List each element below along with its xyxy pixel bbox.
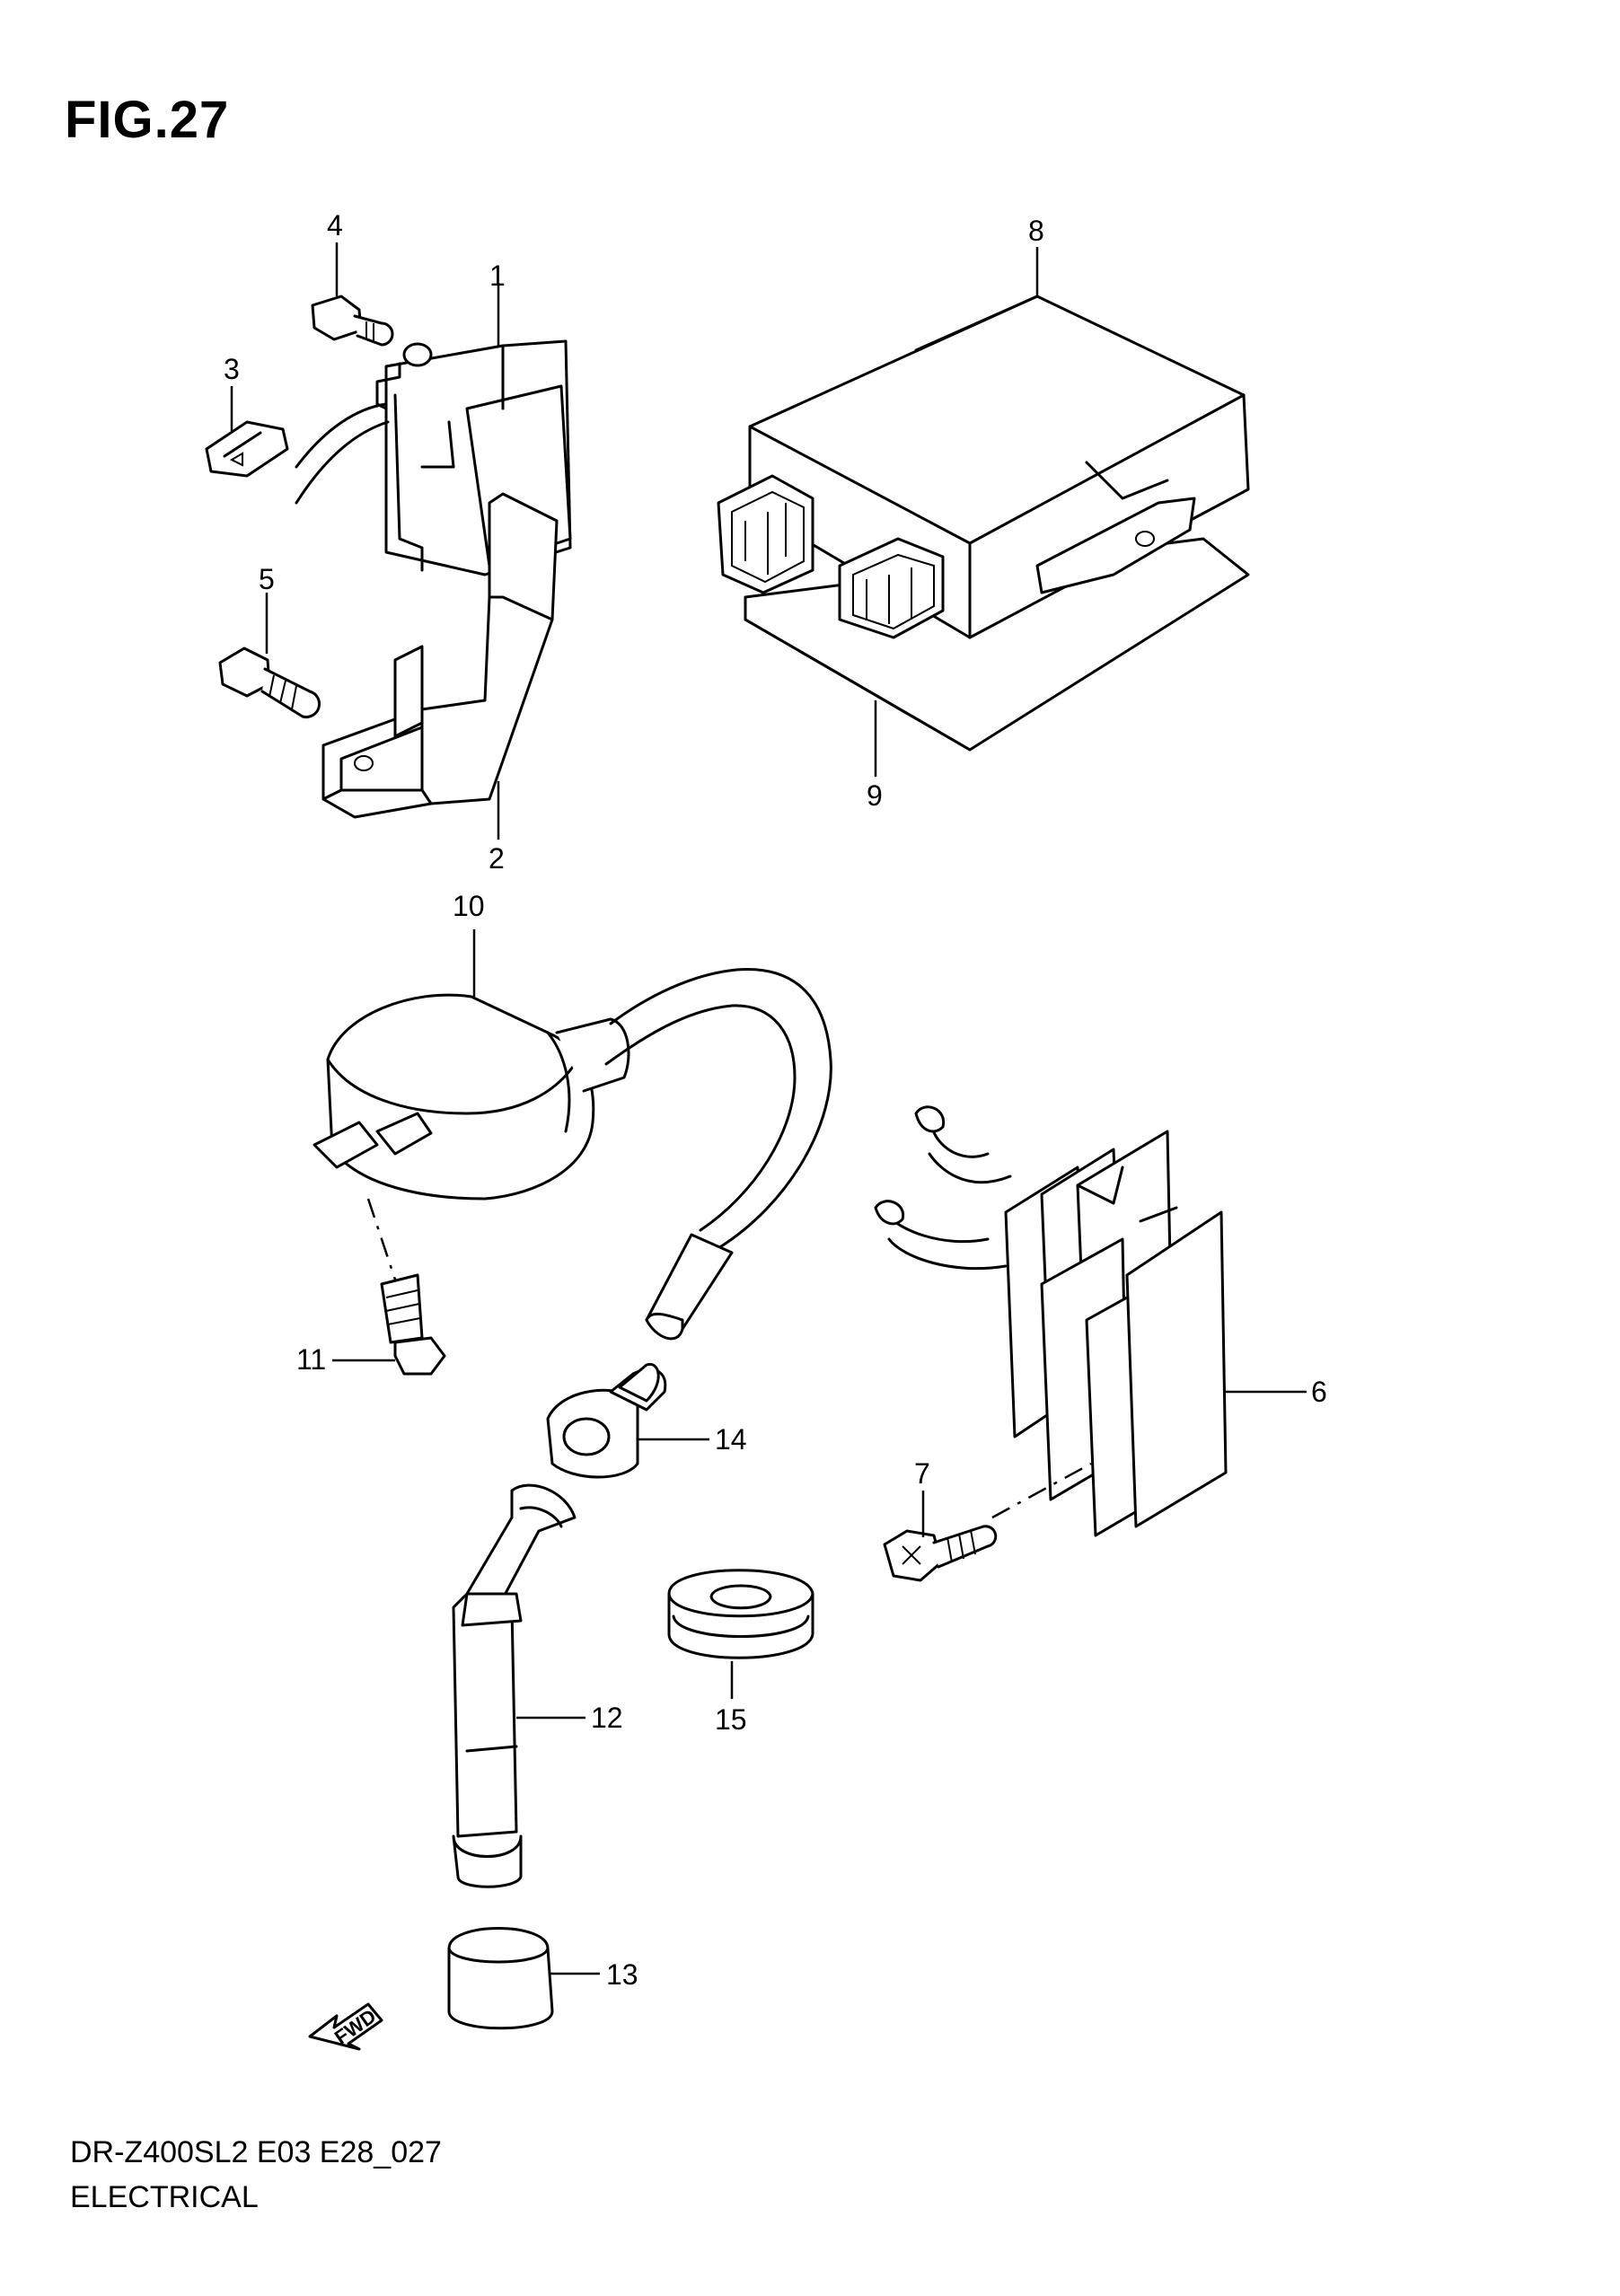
part-8-cdi-unit[interactable] [717, 295, 1250, 639]
callout-1: 1 [489, 260, 506, 292]
callout-2: 2 [489, 842, 505, 875]
callout-4: 4 [327, 209, 343, 242]
callout-14: 14 [715, 1423, 747, 1456]
part-6-regulator-rectifier[interactable] [874, 1105, 1228, 1537]
callout-9: 9 [867, 779, 883, 812]
callout-12: 12 [591, 1702, 623, 1734]
callout-11: 11 [296, 1343, 326, 1376]
footer-section-title: ELECTRICAL [70, 2180, 259, 2214]
part-10-ignition-coil[interactable] [313, 967, 832, 1341]
part-13-cap[interactable] [447, 1927, 554, 2030]
callout-6: 6 [1311, 1376, 1327, 1408]
leader-lines [230, 242, 1307, 1975]
fwd-arrow-icon: FWD [308, 2002, 383, 2051]
callout-15: 15 [715, 1703, 747, 1736]
part-4-bolt[interactable] [311, 295, 394, 347]
footer-model-code: DR-Z400SL2 E03 E28_027 [70, 2135, 442, 2169]
part-7-bolt[interactable] [883, 1525, 998, 1582]
part-11-bolt[interactable] [380, 1273, 446, 1376]
alignment-lines [366, 1198, 1092, 1519]
part-3-connector[interactable] [205, 420, 289, 478]
callout-7: 7 [914, 1457, 930, 1490]
figure-title: FIG.27 [65, 91, 230, 149]
callout-5: 5 [259, 563, 275, 595]
callout-8: 8 [1028, 215, 1044, 247]
part-2-bracket[interactable] [321, 492, 559, 819]
callout-3: 3 [224, 353, 240, 385]
part-12-spark-plug-cap[interactable] [452, 1483, 577, 1888]
part-5-bolt[interactable] [218, 647, 321, 719]
callout-labels: 4 1 3 5 2 8 9 10 11 14 6 7 12 15 13 [224, 209, 1327, 1991]
part-15-grommet[interactable] [667, 1569, 814, 1659]
part-14-plug-cap-seal[interactable] [546, 1362, 667, 1479]
callout-10: 10 [453, 890, 485, 922]
callout-13: 13 [606, 1958, 638, 1991]
